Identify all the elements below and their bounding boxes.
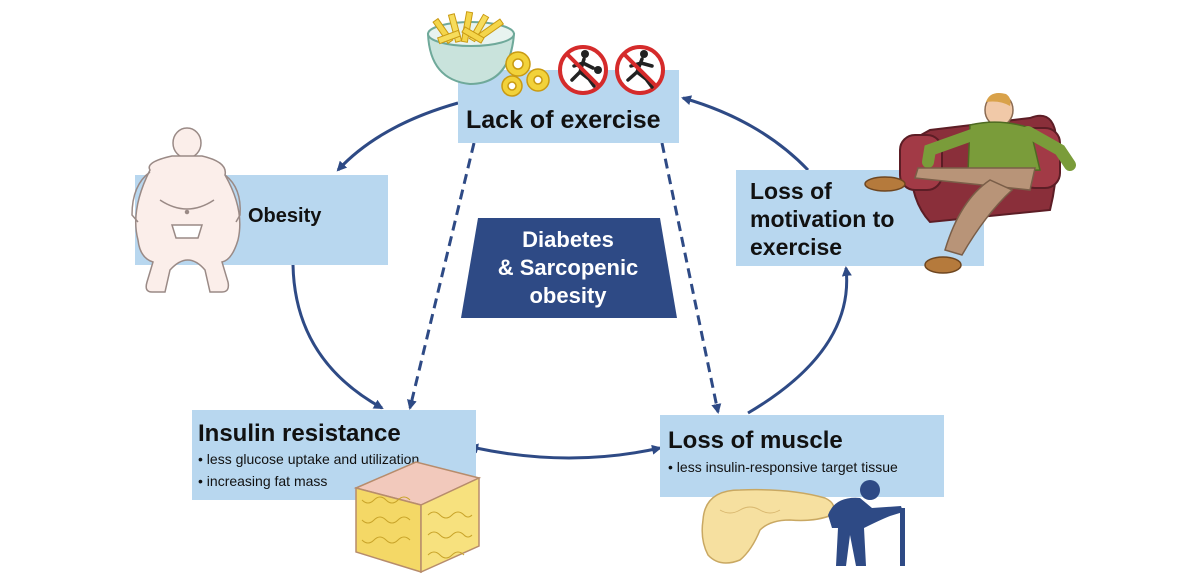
man-in-armchair-icon [864, 93, 1076, 274]
dashed-arrow-exercise-to-muscle [660, 142, 722, 414]
center-line: Diabetes [522, 227, 614, 252]
node-bullet: • less glucose uptake and utilization [198, 451, 420, 467]
node-bullet: • less insulin-responsive target tissue [668, 459, 898, 475]
dashed-arrow-exercise-to-insulin [407, 142, 476, 410]
node-title-line: motivation to [750, 206, 895, 232]
node-title-line: exercise [750, 234, 843, 260]
onion-rings-icon [501, 51, 550, 97]
pancreas-icon [701, 488, 835, 564]
elderly-person-with-cane-icon [828, 480, 905, 566]
arrow-motivation-to-exercise [681, 95, 810, 172]
node-title: Lack of exercise [466, 106, 661, 134]
arrow-insulin-muscle-bidirectional [468, 443, 662, 460]
node-title: Obesity [248, 205, 322, 227]
center-label: Diabetes & Sarcopenic obesity [461, 226, 675, 310]
center-line: & Sarcopenic [497, 255, 639, 280]
node-title-line: Loss of [750, 178, 832, 204]
no-running-icon [558, 45, 608, 95]
arrow-obesity-to-insulin [291, 264, 384, 410]
node-loss-of-muscle: Loss of muscle • less insulin-responsive… [660, 415, 944, 497]
fat-tissue-block-icon [353, 461, 482, 574]
bowl-of-fries-icon [426, 11, 516, 86]
arrow-muscle-to-motivation [747, 266, 852, 415]
arrow-exercise-to-obesity [336, 101, 459, 172]
node-bullet: • increasing fat mass [198, 473, 328, 489]
no-running-icon [615, 45, 665, 95]
node-insulin-resistance: Insulin resistance • less glucose uptake… [192, 410, 476, 500]
node-title: Insulin resistance [198, 420, 401, 447]
center-line: obesity [529, 283, 607, 308]
node-title: Loss of muscle [668, 427, 843, 454]
obese-body-icon [131, 127, 241, 293]
